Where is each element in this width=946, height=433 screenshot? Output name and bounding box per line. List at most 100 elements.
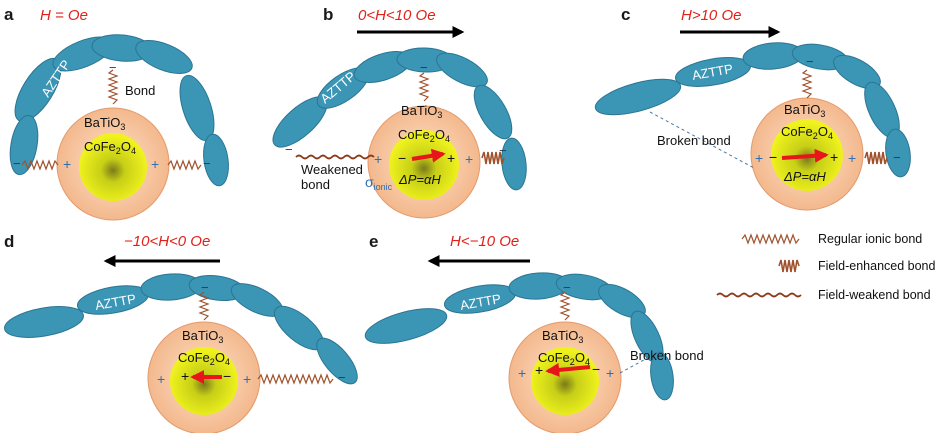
chain-segment	[135, 40, 193, 74]
core-mid: O	[215, 350, 225, 365]
panel-label: c	[621, 5, 630, 24]
broken-bond	[649, 111, 755, 169]
chain-label: AZTTP	[691, 61, 734, 83]
cofe2o4-core	[389, 130, 459, 200]
plus-sign: +	[157, 371, 165, 387]
weakened-label: Weakened	[301, 162, 363, 177]
plus-sign: +	[151, 156, 159, 172]
svg-text:CoFe2O4: CoFe2O4	[781, 124, 833, 141]
minus-sign: −	[769, 149, 777, 165]
minus-sign: −	[285, 142, 293, 157]
cofe2o4-core	[79, 133, 147, 201]
plus-sign: +	[447, 150, 455, 166]
regular-bond	[257, 373, 334, 385]
chain-segment	[179, 74, 215, 142]
chain-segment	[364, 308, 448, 344]
minus-sign: −	[201, 280, 209, 295]
core-sub2: 4	[131, 146, 136, 156]
svg-text:CoFe2O4: CoFe2O4	[538, 350, 590, 367]
chain-segment	[885, 128, 911, 178]
core-sub1: 2	[813, 131, 818, 141]
chain-segment	[4, 306, 84, 338]
broken-bond	[619, 349, 663, 374]
field-label: 0<H<10 Oe	[358, 7, 436, 24]
bond-label: Bond	[125, 83, 155, 98]
regular-bond	[559, 291, 571, 321]
panel-label: e	[369, 232, 378, 251]
minus-sign: −	[223, 368, 231, 384]
shell-name: BaTiO	[542, 328, 578, 343]
aztpp-chain	[594, 42, 911, 178]
polarization-formula: ΔP=αH	[398, 172, 441, 187]
core-name: CoFe	[398, 127, 430, 142]
minus-sign: −	[203, 156, 211, 171]
svg-text:σionic: σionic	[365, 174, 393, 192]
field-enhanced-bond	[864, 151, 888, 165]
polarization-formula: ΔP=αH	[783, 169, 826, 184]
minus-sign: −	[398, 150, 406, 166]
field-label: −10<H<0 Oe	[124, 233, 210, 250]
panel-e: e H<−10 Oe AZTTP BaTiO3 CoFe2O4 + − + + …	[364, 232, 704, 433]
core-sub1: 2	[116, 146, 121, 156]
core-sub1: 2	[430, 134, 435, 144]
legend-regular-bond-icon	[741, 233, 800, 245]
svg-text:BaTiO3: BaTiO3	[84, 115, 125, 132]
minus-sign: −	[420, 60, 428, 75]
shell-sub: 3	[820, 109, 825, 119]
plus-sign: +	[755, 150, 763, 166]
regular-bond	[418, 72, 430, 102]
aztpp-chain	[272, 47, 527, 191]
chain-segment	[316, 337, 358, 385]
shell-name: BaTiO	[784, 102, 820, 117]
shell-sub: 3	[218, 335, 223, 345]
chain-segment	[594, 78, 682, 116]
core-sub2: 4	[585, 357, 590, 367]
dipole-arrow-icon	[411, 148, 446, 163]
panel-b: b 0<H<10 Oe AZTTP BaTiO3 CoFe2O4 − + ΔP=…	[272, 5, 527, 219]
dipole-arrow-icon	[545, 362, 591, 377]
chain-label: AZTTP	[94, 291, 137, 313]
minus-sign: −	[893, 150, 901, 165]
shell-name: BaTiO	[401, 103, 437, 118]
svg-text:BaTiO3: BaTiO3	[182, 328, 223, 345]
svg-text:BaTiO3: BaTiO3	[401, 103, 442, 120]
minus-sign: −	[563, 280, 571, 295]
panel-label: a	[4, 5, 14, 24]
panel-d: d −10<H<0 Oe AZTTP BaTiO3 CoFe2O4 + − + …	[4, 232, 358, 433]
sigma-sub: ionic	[374, 182, 393, 192]
plus-sign: +	[374, 151, 382, 167]
panel-a: a H = Oe AZTTP BaTiO3 CoFe2O4 + + − − − …	[4, 5, 229, 221]
panel-c: c H>10 Oe AZTTP BaTiO3 CoFe2O4 − + ΔP=αH…	[594, 5, 911, 211]
core-mid: O	[575, 350, 585, 365]
aztpp-chain	[4, 273, 358, 385]
chain-label: AZTTP	[459, 291, 502, 313]
field-label: H = Oe	[40, 7, 88, 24]
shell-name: BaTiO	[182, 328, 218, 343]
field-weakened-bond	[295, 154, 375, 160]
sigma-symbol: σ	[365, 174, 374, 190]
plus-sign: +	[181, 368, 189, 384]
core-sub2: 4	[445, 134, 450, 144]
chain-segment	[501, 137, 527, 191]
core-sub2: 4	[828, 131, 833, 141]
plus-sign: +	[518, 365, 526, 381]
minus-sign: −	[338, 370, 346, 385]
shell-name: BaTiO	[84, 115, 120, 130]
svg-text:CoFe2O4: CoFe2O4	[398, 127, 450, 144]
minus-sign: −	[499, 143, 507, 158]
regular-bond	[198, 291, 210, 321]
regular-bond	[21, 159, 59, 171]
chain-segment	[436, 52, 488, 88]
plus-sign: +	[606, 365, 614, 381]
broken-bond-label: Broken bond	[657, 133, 731, 148]
core-mid: O	[121, 139, 131, 154]
chain-segment	[9, 114, 39, 176]
legend-enhanced-bond-icon	[778, 259, 800, 273]
field-label: H>10 Oe	[681, 7, 741, 24]
core-sub1: 2	[570, 357, 575, 367]
panel-label: d	[4, 232, 14, 251]
plus-sign: +	[243, 371, 251, 387]
plus-sign: +	[63, 156, 71, 172]
minus-sign: −	[806, 54, 814, 69]
plus-sign: +	[535, 362, 543, 378]
